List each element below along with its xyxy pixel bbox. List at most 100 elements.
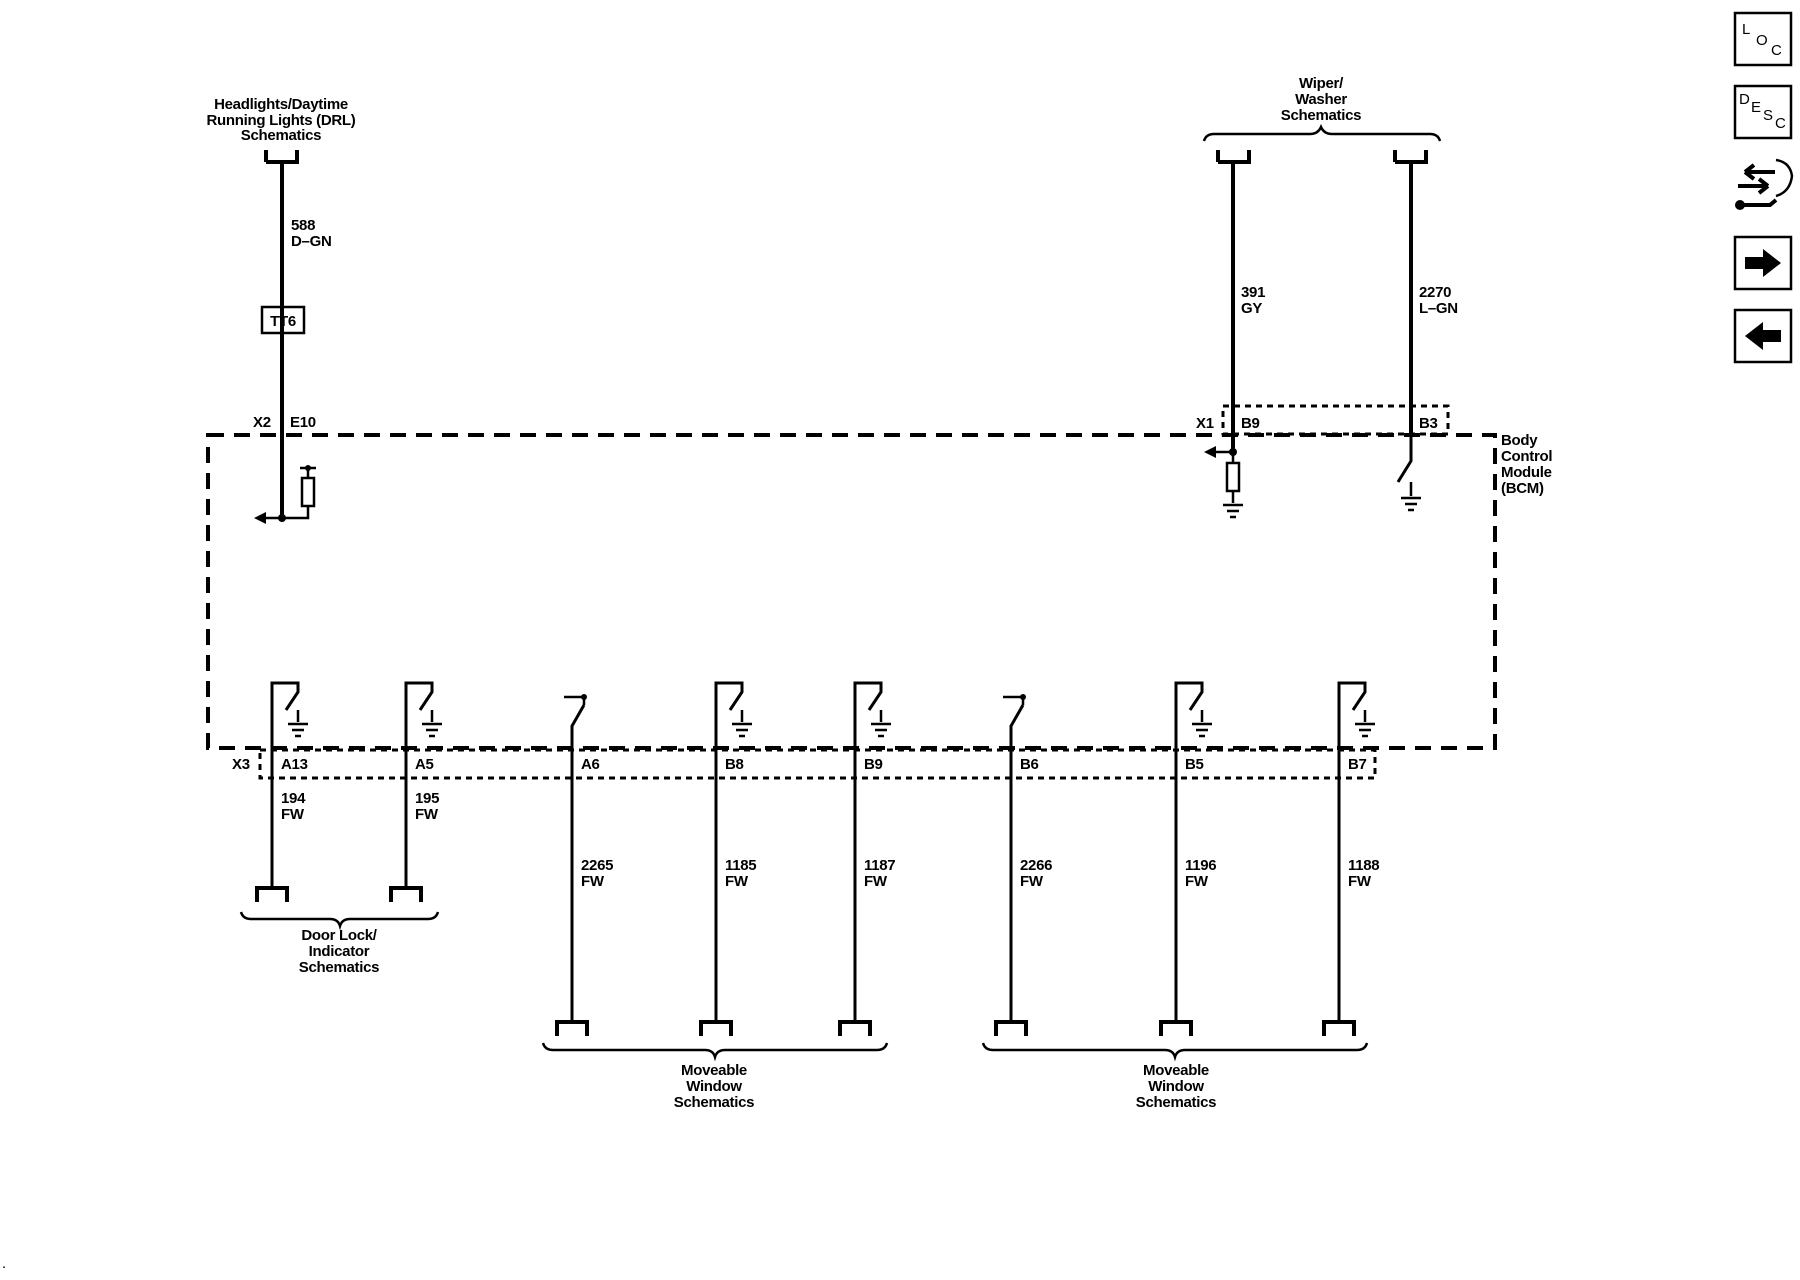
wire-line	[1337, 681, 1367, 1022]
wire-588-color: D–GN	[291, 233, 331, 250]
pin-label: B8	[725, 756, 744, 773]
moveable-window-reference-1[interactable]: Moveable Window Schematics	[541, 1042, 889, 1111]
terminal-icon	[699, 1020, 733, 1036]
previous-page-button[interactable]	[1733, 308, 1793, 364]
ground-icon	[871, 710, 891, 738]
svg-text:Body: Body	[1501, 432, 1538, 449]
svg-text:Schematics: Schematics	[299, 959, 379, 976]
ground-icon	[1223, 503, 1243, 519]
connector-tools-icon[interactable]	[1735, 158, 1794, 210]
svg-text:Indicator: Indicator	[309, 943, 370, 960]
desc-letter-s: S	[1763, 107, 1773, 124]
pin-label: A5	[415, 756, 434, 773]
ground-icon	[288, 710, 308, 738]
right-arrow-icon	[1745, 249, 1781, 277]
pin-label: A13	[281, 756, 308, 773]
ground-icon	[422, 710, 442, 738]
washer-switch-input	[1396, 437, 1421, 512]
loc-letter-o: O	[1756, 32, 1768, 49]
stray-mark: .	[2, 1255, 6, 1272]
loc-letter-l: L	[1742, 21, 1750, 38]
svg-text:Schematics: Schematics	[1281, 107, 1361, 124]
moveable-window-reference-2[interactable]: Moveable Window Schematics	[981, 1042, 1369, 1111]
pullup-line	[564, 695, 586, 705]
loc-letter-c: C	[1771, 42, 1782, 59]
pin-label: B9	[864, 756, 883, 773]
door-lock-reference[interactable]: Door Lock/ Indicator Schematics	[239, 911, 440, 976]
left-arrow-icon	[1745, 322, 1781, 350]
wire-color: FW	[864, 873, 888, 890]
terminal-icon	[994, 1020, 1028, 1036]
circuit-number: 1187	[864, 857, 895, 874]
terminal-icon	[255, 886, 289, 902]
wiper-washer-reference[interactable]: Wiper/ Washer Schematics	[1202, 75, 1442, 164]
wire-2270-color: L–GN	[1419, 300, 1458, 317]
circuit-number: 195	[415, 790, 439, 807]
desc-letter-e: E	[1751, 99, 1761, 116]
wire-line	[1009, 704, 1025, 1022]
pullup-line	[1003, 695, 1025, 705]
pin-label: B5	[1185, 756, 1204, 773]
wire-line	[570, 704, 586, 1022]
wire-color: FW	[1185, 873, 1209, 890]
wire-line	[853, 681, 883, 1022]
drl-input-circuit	[254, 465, 316, 524]
wire-391-circuit: 391	[1241, 284, 1265, 301]
desc-button[interactable]: D E S C	[1733, 84, 1793, 140]
loc-button[interactable]: L O C	[1733, 11, 1793, 67]
svg-text:Schematics: Schematics	[674, 1094, 754, 1111]
ground-icon	[1355, 710, 1375, 738]
pin-b3-top-label: B3	[1419, 415, 1438, 432]
wire-color: FW	[415, 806, 439, 823]
pullup-dot	[581, 694, 587, 700]
svg-text:Door Lock/: Door Lock/	[301, 927, 377, 944]
next-page-button[interactable]	[1733, 235, 1793, 291]
bcm-module-label: Body Control Module (BCM)	[1501, 432, 1553, 497]
terminal-icon	[389, 886, 423, 902]
svg-text:Schematics: Schematics	[241, 127, 321, 144]
desc-letter-c: C	[1775, 115, 1786, 132]
headlights-drl-reference[interactable]: Headlights/Daytime Running Lights (DRL) …	[207, 96, 356, 164]
connector-x3-label: X3	[232, 756, 250, 773]
svg-text:Headlights/Daytime: Headlights/Daytime	[214, 96, 348, 113]
pin-label: B6	[1020, 756, 1039, 773]
terminal-icon	[555, 1020, 589, 1036]
connector-x1-outline	[1221, 404, 1450, 436]
circuit-number: 194	[281, 790, 306, 807]
pin-label: B7	[1348, 756, 1367, 773]
connector-x1-label: X1	[1196, 415, 1214, 432]
wire-color: FW	[281, 806, 305, 823]
ground-icon	[732, 710, 752, 738]
wire-2270-circuit: 2270	[1419, 284, 1451, 301]
connector-x2-label: X2	[253, 414, 271, 431]
desc-letter-d: D	[1739, 91, 1750, 108]
pullup-dot	[1020, 694, 1026, 700]
terminal-icon	[1159, 1020, 1193, 1036]
svg-text:(BCM): (BCM)	[1501, 480, 1544, 497]
svg-text:Moveable: Moveable	[681, 1062, 747, 1079]
wire-line	[1174, 681, 1204, 1022]
circuit-number: 1196	[1185, 857, 1216, 874]
wire-color: FW	[1348, 873, 1372, 890]
ground-icon	[1192, 710, 1212, 738]
wire-line	[404, 681, 434, 888]
svg-text:Wiper/: Wiper/	[1299, 75, 1344, 92]
bcm-module-boundary	[206, 433, 1497, 750]
svg-text:Module: Module	[1501, 464, 1552, 481]
circuit-number: 2266	[1020, 857, 1052, 874]
wire-color: FW	[1020, 873, 1044, 890]
svg-text:Schematics: Schematics	[1136, 1094, 1216, 1111]
svg-text:Control: Control	[1501, 448, 1552, 465]
wire-line	[714, 681, 744, 1022]
svg-text:Running Lights (DRL): Running Lights (DRL)	[207, 112, 356, 129]
svg-text:Window: Window	[1148, 1078, 1204, 1095]
svg-text:Window: Window	[686, 1078, 742, 1095]
